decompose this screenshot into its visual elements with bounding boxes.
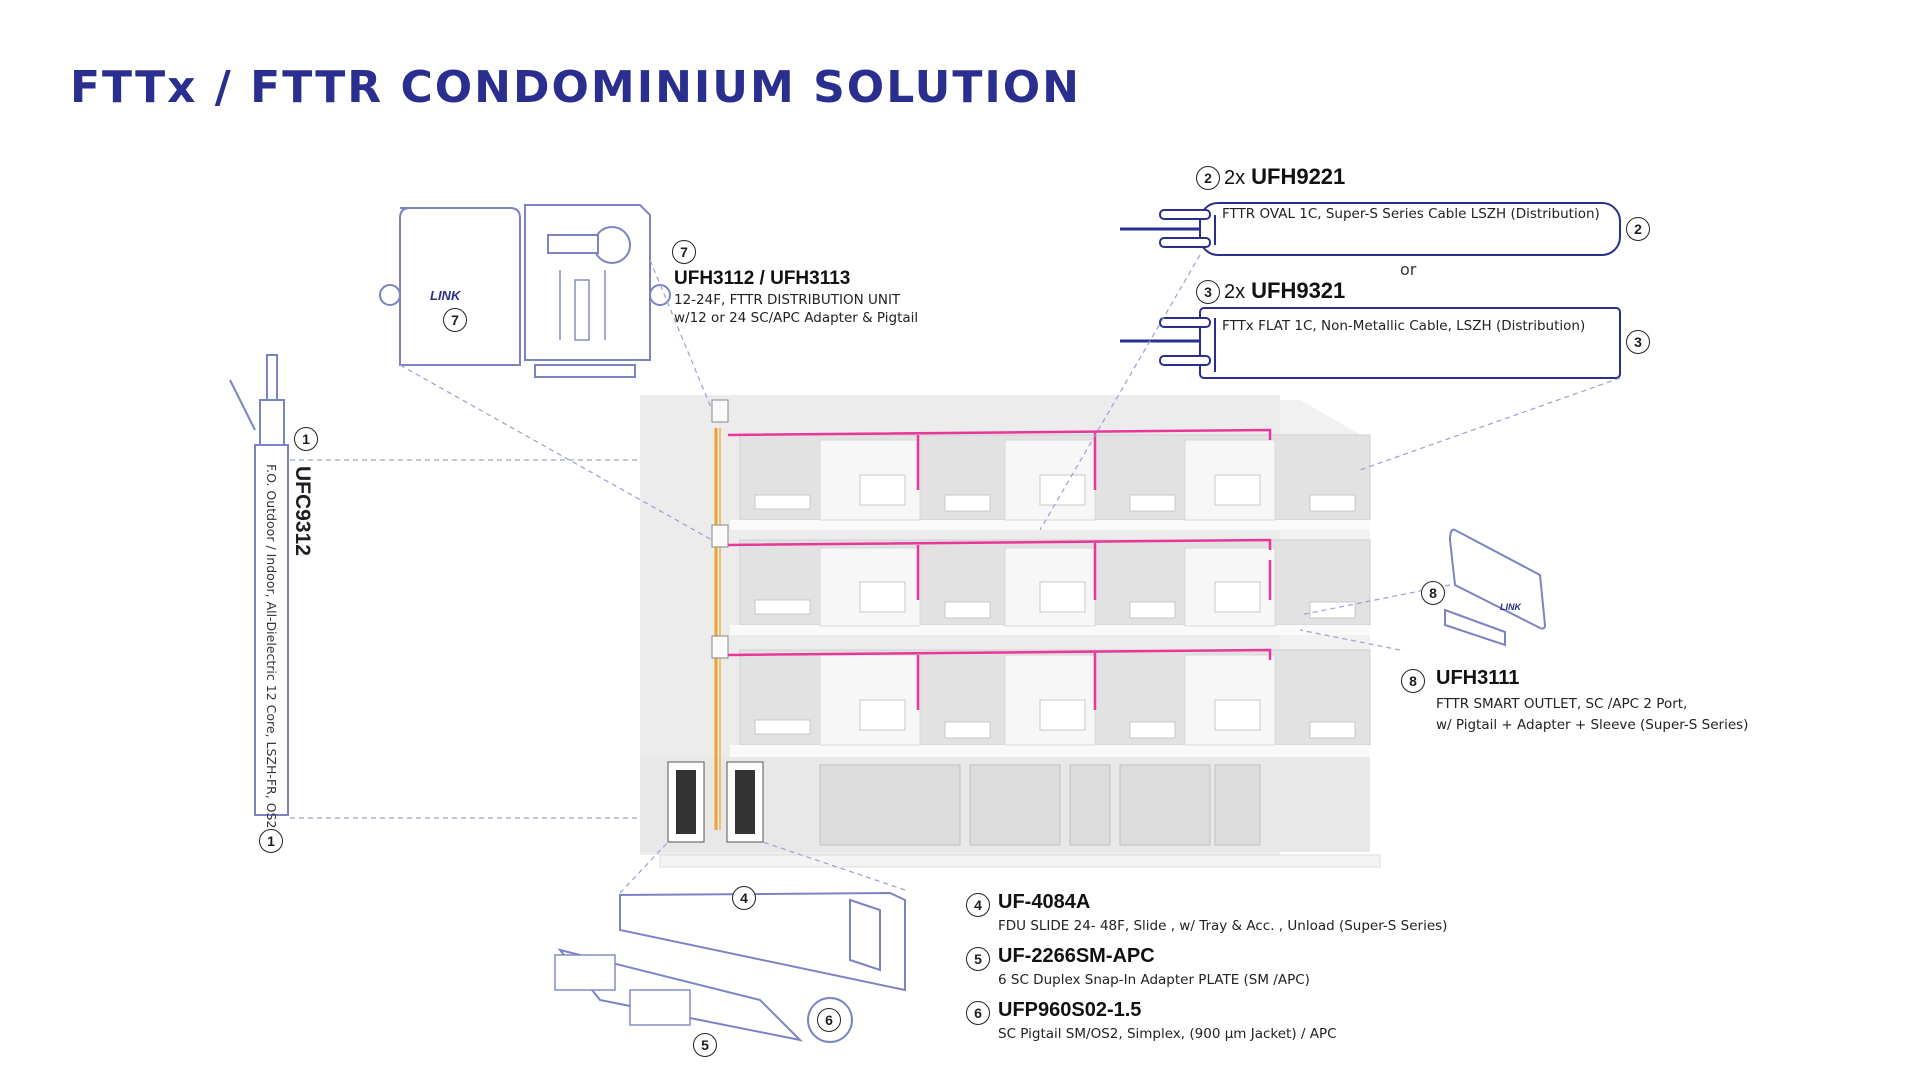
num-badge-1-top: 1 xyxy=(294,427,318,451)
brand-logo: LINK xyxy=(430,288,462,303)
ufh9321-prefix: 2x xyxy=(1224,281,1246,303)
num-badge-5: 5 xyxy=(966,947,990,971)
ufh9221-prefix: 2x xyxy=(1224,167,1246,189)
ufh3112-desc1: 12-24F, FTTR DISTRIBUTION UNIT xyxy=(674,292,901,308)
num-badge-4-rack: 4 xyxy=(732,886,756,910)
num-badge-8: 8 xyxy=(1401,669,1425,693)
ufc9312-desc: F.O. Outdoor / Indoor, All-Dielectric 12… xyxy=(264,464,279,829)
ufh9221-cable-label: FTTR OVAL 1C, Super-S Series Cable LSZH … xyxy=(1222,206,1600,222)
flat-cable-illustration xyxy=(1159,307,1621,379)
num-badge-7: 7 xyxy=(672,240,696,264)
smart-outlet-icon xyxy=(1444,528,1547,647)
num-badge-8-outlet: 8 xyxy=(1421,581,1445,605)
or-text: or xyxy=(1400,260,1417,279)
building-illustration xyxy=(640,395,1381,868)
uf2266-code: UF-2266SM-APC xyxy=(998,945,1155,967)
ufh3112-desc2: w/12 or 24 SC/APC Adapter & Pigtail xyxy=(674,310,919,326)
ufc9312-code: UFC9312 xyxy=(291,466,314,556)
uf4084a-desc: FDU SLIDE 24- 48F, Slide , w/ Tray & Acc… xyxy=(998,918,1448,934)
cable-icon xyxy=(229,354,289,816)
ufh3112-code: UFH3112 / UFH3113 xyxy=(674,268,851,289)
num-badge-6-rack: 6 xyxy=(817,1008,841,1032)
ufh3111-desc1: FTTR SMART OUTLET, SC /APC 2 Port, xyxy=(1436,696,1688,712)
rack-fdu-icon xyxy=(554,891,906,1043)
ufh9321-cable-label: FTTx FLAT 1C, Non-Metallic Cable, LSZH (… xyxy=(1222,318,1586,334)
ufh9321-code: UFH9321 xyxy=(1251,278,1346,303)
num-badge-5-rack: 5 xyxy=(693,1033,717,1057)
ufh3111-desc2: w/ Pigtail + Adapter + Sleeve (Super-S S… xyxy=(1436,717,1749,733)
ufh9221-code: UFH9221 xyxy=(1251,164,1346,189)
ufp960-desc: SC Pigtail SM/OS2, Simplex, (900 µm Jack… xyxy=(998,1026,1337,1042)
svg-text:LINK: LINK xyxy=(1500,602,1522,612)
num-badge-7-box: 7 xyxy=(443,308,467,332)
num-badge-3: 3 xyxy=(1196,280,1220,304)
uf2266-desc: 6 SC Duplex Snap-In Adapter PLATE (SM /A… xyxy=(998,972,1310,988)
num-badge-3-cable: 3 xyxy=(1626,330,1650,354)
ufh3111-code: UFH3111 xyxy=(1436,667,1520,689)
num-badge-6: 6 xyxy=(966,1001,990,1025)
num-badge-2-cable: 2 xyxy=(1626,217,1650,241)
num-badge-1-bottom: 1 xyxy=(259,829,283,853)
ufp960-code: UFP960S02-1.5 xyxy=(998,999,1142,1021)
num-badge-4: 4 xyxy=(966,893,990,917)
uf4084a-code: UF-4084A xyxy=(998,891,1091,913)
num-badge-2: 2 xyxy=(1196,166,1220,190)
page-title: FTTx / FTTR CONDOMINIUM SOLUTION xyxy=(70,62,1082,113)
distribution-box-icon xyxy=(379,204,671,378)
